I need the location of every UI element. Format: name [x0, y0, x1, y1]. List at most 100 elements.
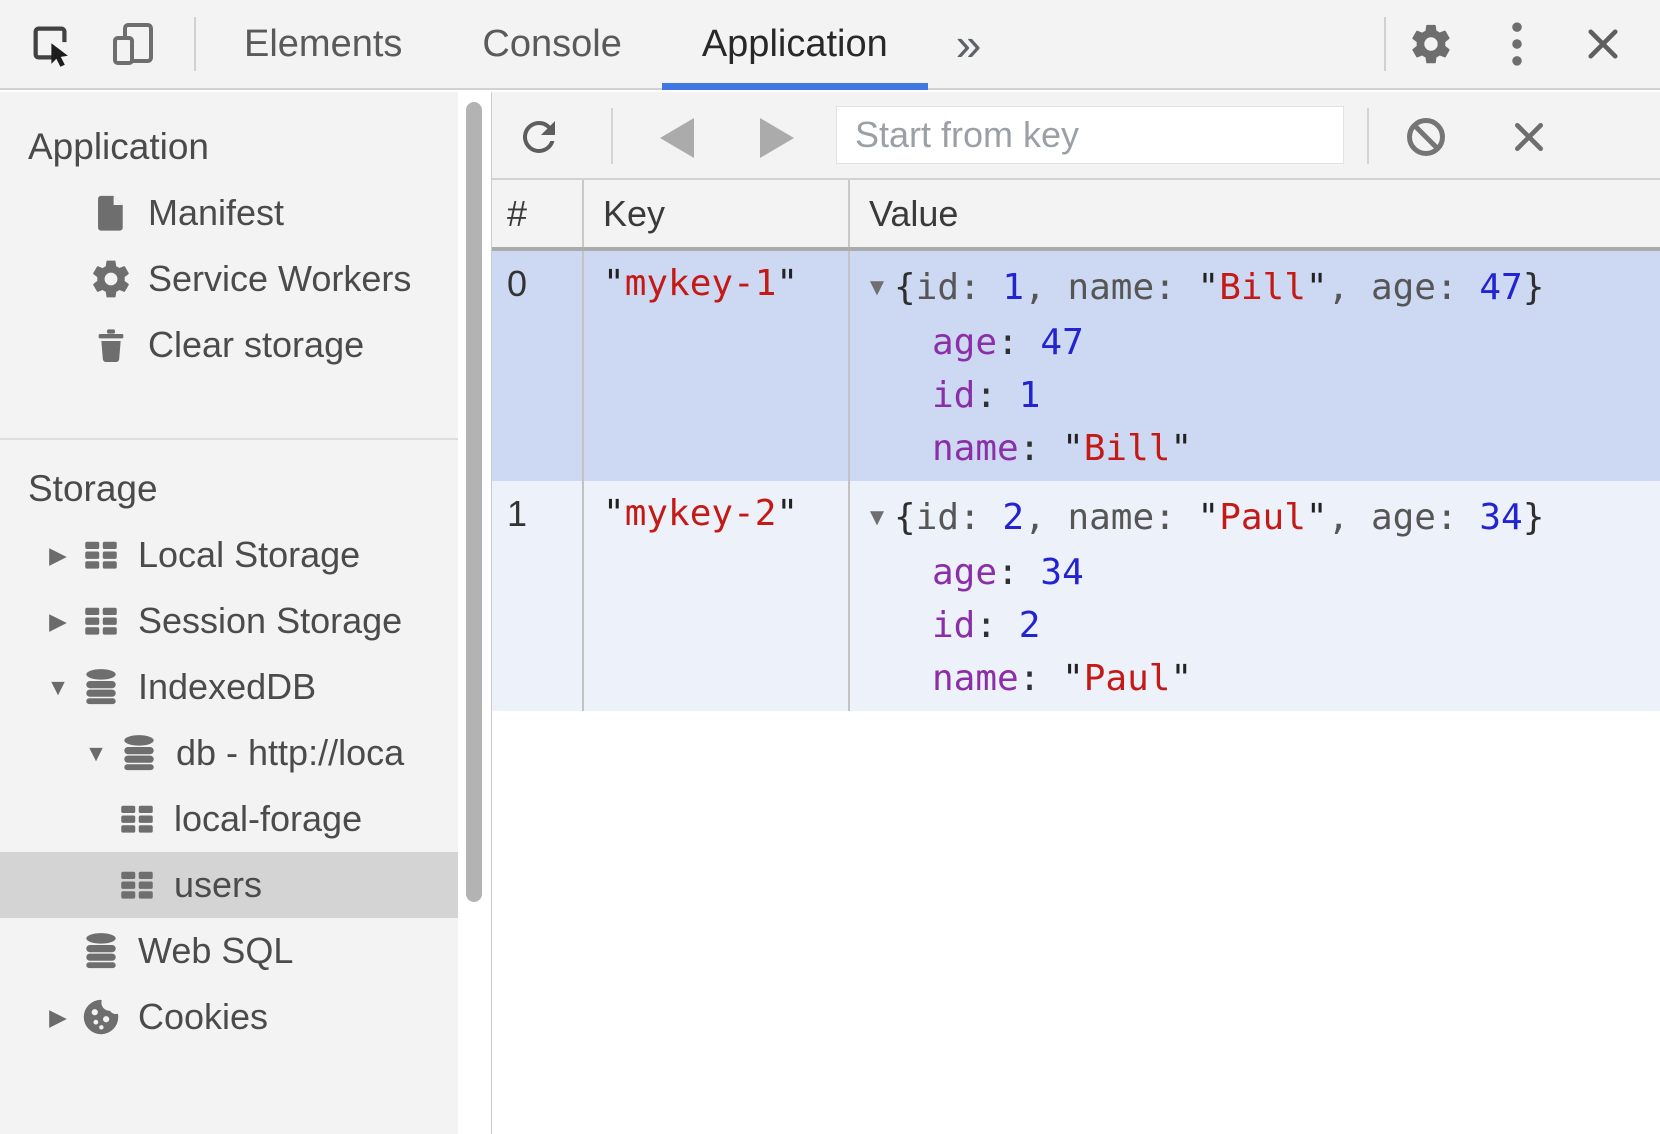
database-icon: [116, 730, 162, 776]
sidebar-item-label: db - http://loca: [176, 732, 405, 773]
chevron-right-icon[interactable]: ▶: [49, 1003, 67, 1030]
clear-icon: [1515, 123, 1543, 151]
refresh-button[interactable]: [510, 108, 568, 166]
table-icon: [78, 532, 124, 578]
column-header-value[interactable]: Value: [869, 192, 959, 234]
sidebar-item-label: Session Storage: [138, 600, 403, 641]
more-options-button[interactable]: [1488, 15, 1546, 73]
chevron-down-icon[interactable]: ▼: [46, 673, 70, 700]
column-header-index[interactable]: #: [492, 180, 584, 247]
data-view-toolbar: [492, 92, 1660, 180]
object-preview: ▼{id: 2, name: "Paul", age: 34}: [860, 489, 1660, 546]
row-index: 0: [492, 251, 584, 481]
row-key: "mykey-2": [584, 481, 850, 711]
gear-icon: [1412, 24, 1450, 64]
sidebar-item-label: IndexedDB: [138, 666, 317, 707]
row-value: ▼{id: 1, name: "Bill", age: 47} age: 47 …: [850, 251, 1660, 481]
settings-button[interactable]: [1402, 15, 1460, 73]
sidebar-item-web-sql[interactable]: Web SQL: [0, 918, 458, 984]
table-icon: [114, 796, 160, 842]
sidebar-scrollbar-thumb[interactable]: [466, 102, 482, 902]
trash-icon: [88, 322, 134, 368]
row-index: 1: [492, 481, 584, 711]
data-grid-header: # Key Value: [492, 180, 1660, 251]
expand-triangle-icon[interactable]: ▼: [865, 503, 889, 531]
close-devtools-button[interactable]: [1574, 15, 1632, 73]
sidebar-item-clear-storage[interactable]: Clear storage: [0, 312, 458, 378]
row-value: ▼{id: 2, name: "Paul", age: 34} age: 34 …: [850, 481, 1660, 711]
table-row[interactable]: 1 "mykey-2" ▼{id: 2, name: "Paul", age: …: [492, 481, 1660, 711]
sidebar-item-service-workers[interactable]: Service Workers: [0, 246, 458, 312]
sidebar-divider: [0, 438, 458, 440]
chevron-down-icon[interactable]: ▼: [84, 739, 108, 766]
object-property: id: 1: [932, 375, 1041, 416]
sidebar-item-cookies[interactable]: ▶ Cookies: [0, 984, 458, 1050]
object-preview: ▼{id: 1, name: "Bill", age: 47}: [860, 259, 1660, 316]
table-icon: [78, 598, 124, 644]
inspect-element-button[interactable]: [22, 15, 80, 73]
table-icon: [114, 862, 160, 908]
toolbar-separator: [1367, 108, 1369, 164]
sidebar-scrollbar-track[interactable]: [458, 92, 491, 1134]
chevron-right-icon[interactable]: ▶: [49, 541, 67, 568]
database-icon: [78, 928, 124, 974]
sidebar-item-label: users: [174, 864, 263, 905]
next-page-button[interactable]: [750, 114, 802, 162]
device-toolbar-button[interactable]: [104, 15, 162, 73]
start-from-key-input[interactable]: [836, 106, 1344, 164]
inspect-cursor-icon: [33, 26, 68, 67]
database-icon: [78, 664, 124, 710]
tab-application[interactable]: Application: [661, 0, 928, 90]
sidebar-item-label: Service Workers: [148, 258, 412, 299]
object-property: age: 47: [932, 322, 1084, 363]
topbar-right-controls: [1384, 0, 1660, 88]
previous-page-button[interactable]: [652, 114, 704, 162]
refresh-icon: [522, 120, 555, 153]
clear-object-store-button[interactable]: [1502, 110, 1556, 164]
sidebar-item-label: Clear storage: [148, 324, 365, 365]
sidebar-item-label: Cookies: [138, 996, 269, 1037]
sidebar-item-label: local-forage: [174, 798, 363, 839]
sidebar-item-db-origin[interactable]: ▼ db - http://loca: [0, 720, 458, 786]
cookie-icon: [78, 994, 124, 1040]
row-key: "mykey-1": [584, 251, 850, 481]
indexeddb-data-view: # Key Value 0 "mykey-1" ▼{id: 1, name: "…: [491, 92, 1660, 1134]
panel-tabs: Elements Console Application: [204, 0, 928, 90]
object-property: age: 34: [932, 552, 1084, 593]
application-sidebar: Application Manifest Service Workers Cle…: [0, 92, 458, 1134]
more-tabs-button[interactable]: »: [955, 18, 982, 70]
delete-selected-button[interactable]: [1397, 108, 1455, 166]
block-icon: [1407, 118, 1445, 156]
devtools-tab-bar: Elements Console Application »: [0, 0, 1660, 90]
toolbar-separator: [1384, 17, 1386, 71]
chevron-right-icon[interactable]: ▶: [49, 607, 67, 634]
object-property: id: 2: [932, 605, 1041, 646]
sidebar-item-local-forage-store[interactable]: local-forage: [0, 786, 458, 852]
previous-page-icon: [660, 118, 694, 158]
sidebar-item-label: Web SQL: [138, 930, 294, 971]
sidebar-item-indexeddb[interactable]: ▼ IndexedDB: [0, 654, 458, 720]
sidebar-section-application: Application: [28, 126, 210, 167]
expand-triangle-icon[interactable]: ▼: [865, 273, 889, 301]
sidebar-item-users-store[interactable]: users: [0, 852, 458, 918]
close-icon: [1588, 29, 1618, 59]
table-row[interactable]: 0 "mykey-1" ▼{id: 1, name: "Bill", age: …: [492, 251, 1660, 481]
object-property: name: "Bill": [932, 428, 1193, 469]
tab-elements[interactable]: Elements: [244, 22, 403, 65]
gear-icon: [88, 256, 134, 302]
sidebar-section-storage: Storage: [28, 468, 158, 509]
toolbar-separator: [611, 108, 613, 164]
sidebar-item-session-storage[interactable]: ▶ Session Storage: [0, 588, 458, 654]
sidebar-item-label: Manifest: [148, 192, 285, 233]
toolbar-separator: [194, 17, 196, 71]
device-toolbar-icon: [113, 23, 153, 65]
object-property: name: "Paul": [932, 658, 1193, 699]
tab-console[interactable]: Console: [482, 22, 622, 65]
kebab-menu-icon: [1512, 22, 1522, 66]
document-icon: [88, 190, 134, 236]
sidebar-item-label: Local Storage: [138, 534, 361, 575]
column-header-key[interactable]: Key: [584, 180, 850, 247]
sidebar-item-local-storage[interactable]: ▶ Local Storage: [0, 522, 458, 588]
next-page-icon: [760, 118, 794, 158]
sidebar-item-manifest[interactable]: Manifest: [0, 180, 458, 246]
